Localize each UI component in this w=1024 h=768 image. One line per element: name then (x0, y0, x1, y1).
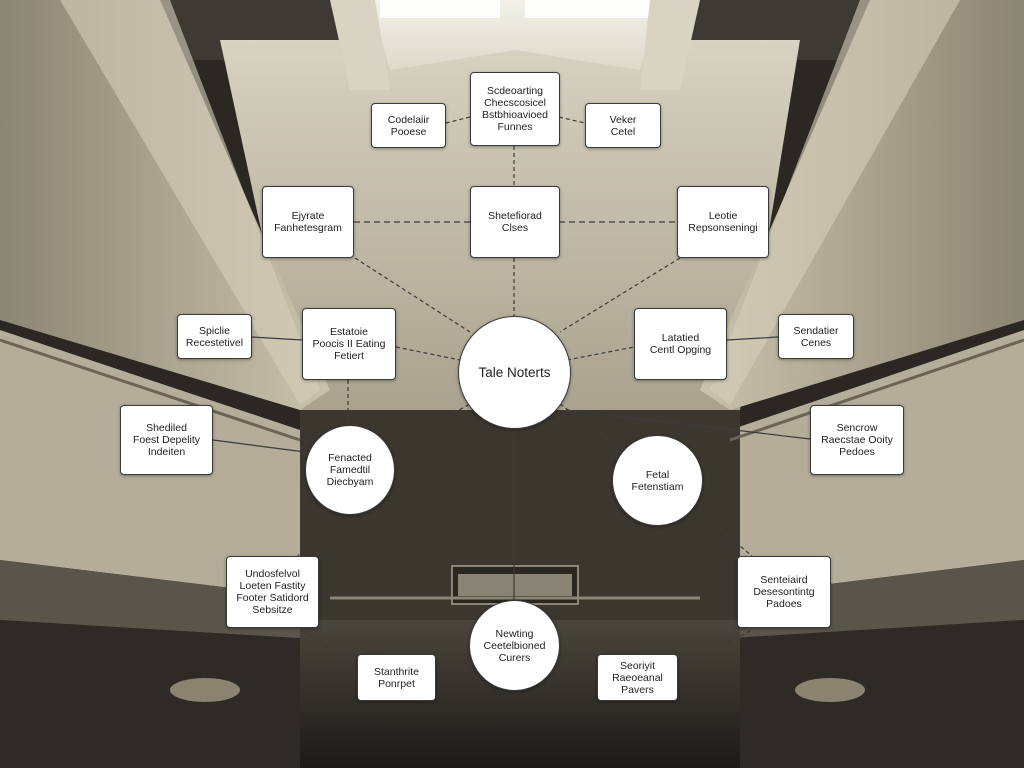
node-spiclie: Spiclie Recestetivel (177, 314, 252, 359)
node-newting: Newting Ceetelbioned Curers (469, 600, 560, 691)
node-fetal: Fetal Fetenstiam (612, 435, 703, 526)
edge (212, 439, 306, 453)
edge (395, 346, 461, 361)
node-top: Scdeoarting Checscosicel Bstbhioavioed F… (470, 72, 560, 146)
edge (297, 514, 329, 557)
edge (566, 346, 635, 361)
edge (702, 514, 753, 557)
node-latatied: Latatied Centl Opging (634, 308, 727, 380)
node-undosfeu: Undosfelvol Loeten Fastity Footer Satido… (226, 556, 319, 628)
node-seoriyit: Seoriyit Raeoeanal Pavers (597, 654, 678, 701)
edge (354, 257, 471, 333)
node-shediled: Shediled Foest Depelity Indeiten (120, 405, 213, 475)
edge (559, 257, 681, 333)
node-codelair: Codelaiir Pooese (371, 103, 446, 148)
edge (558, 116, 586, 124)
edge (435, 659, 471, 671)
center-node: Tale Noterts (458, 316, 571, 429)
edge (565, 409, 811, 440)
edge (559, 403, 616, 445)
node-sendatier: Sendatier Cenes (778, 314, 854, 359)
node-stanthrite: Stanthrite Ponrpet (357, 654, 436, 701)
node-ejyrate: Ejyrate Fanhetesgram (262, 186, 354, 258)
node-shetefiorad: Shetefiorad Clses (470, 186, 560, 258)
node-senteiaird: Senteiaird Desesontintg Padoes (737, 556, 831, 628)
node-fenacted: Fenacted Famedtil Diecbyam (305, 425, 395, 515)
node-veker: Veker Cetel (585, 103, 661, 148)
node-sencrow: Sencrow Raecstae Ooity Pedoes (810, 405, 904, 475)
edge (726, 336, 779, 341)
node-leotie: Leotie Repsonseningi (677, 186, 769, 258)
edge (251, 336, 303, 341)
node-estatoie: Estatoie Poocis II Eating Fetiert (302, 308, 396, 380)
